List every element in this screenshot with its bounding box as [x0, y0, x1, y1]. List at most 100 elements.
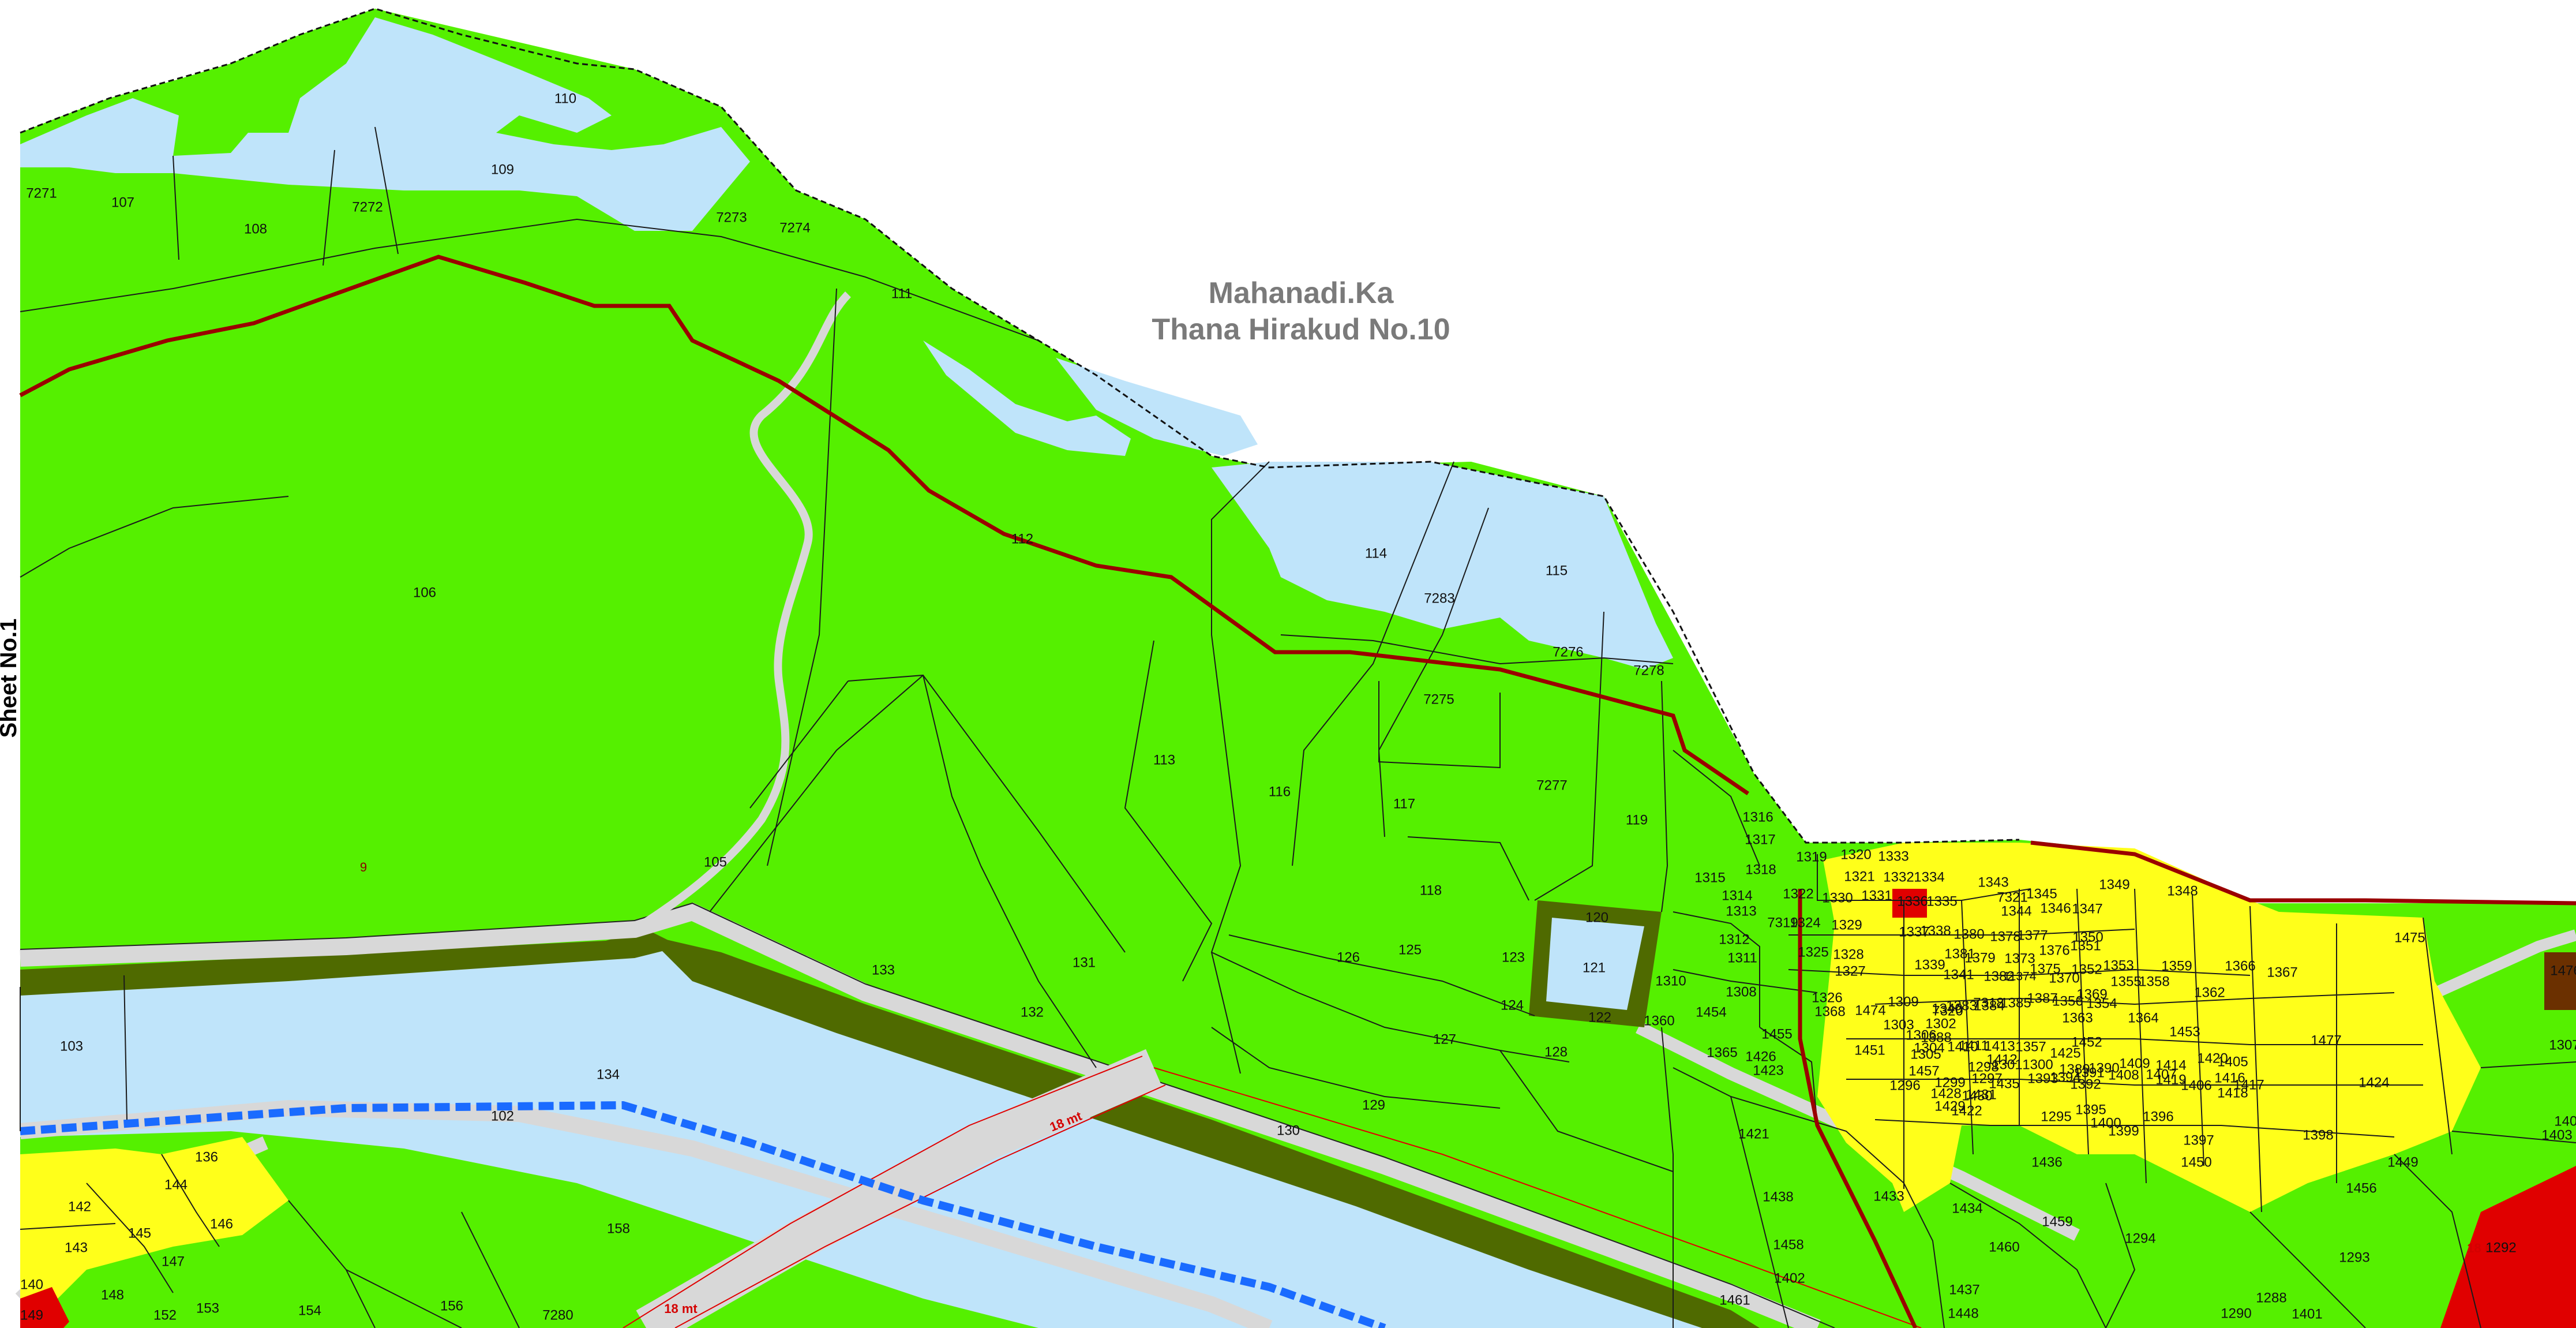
plot-number-1455: 1455: [1761, 1026, 1792, 1042]
plot-number-1329: 1329: [1831, 917, 1862, 933]
road-upper-band: [20, 902, 1821, 1328]
plot-number-1453: 1453: [2169, 1024, 2200, 1039]
survey-boundary-dashed: [20, 8, 2020, 844]
plot-number-1308: 1308: [1726, 984, 1756, 1000]
plot-number-1404: 1404: [2554, 1113, 2576, 1129]
plot-number-1376: 1376: [2039, 942, 2069, 958]
plot-number-1425: 1425: [2050, 1045, 2080, 1061]
residential-west: [20, 1137, 288, 1304]
plot-number-1392: 1392: [2070, 1076, 2101, 1092]
plot-number-1452: 1452: [2071, 1034, 2102, 1050]
plot-number-1307: 1307: [2549, 1037, 2576, 1053]
plot-number-152: 152: [153, 1307, 177, 1323]
plot-number-1385: 1385: [2000, 995, 2031, 1011]
plot-number-124: 124: [1501, 997, 1524, 1013]
plot-number-1360: 1360: [1644, 1013, 1674, 1028]
plot-number-1327: 1327: [1835, 963, 1865, 979]
river-inlet-1: [923, 341, 1131, 456]
plot-number-1297: 1297: [1971, 1071, 2002, 1086]
plot-number-1370: 1370: [2049, 970, 2079, 986]
plot-number-1450: 1450: [2181, 1154, 2211, 1170]
plot-number-1290: 1290: [2221, 1305, 2251, 1321]
plot-number-110: 110: [554, 91, 576, 106]
plot-number-103: 103: [60, 1038, 83, 1054]
plot-number-7273: 7273: [716, 210, 747, 225]
plot-number-1400: 1400: [2090, 1115, 2121, 1131]
plot-number-7271: 7271: [26, 185, 57, 201]
plot-number-149: 149: [20, 1307, 43, 1323]
plot-number-1288: 1288: [2256, 1290, 2286, 1305]
river-water-east: [1212, 462, 1673, 669]
plot-number-105: 105: [704, 854, 727, 870]
plot-number-134: 134: [597, 1067, 620, 1082]
plot-number-1298: 1298: [1968, 1059, 1998, 1075]
plot-number-1396: 1396: [2143, 1109, 2173, 1124]
plot-number-1398: 1398: [2303, 1127, 2333, 1143]
plot-number-1320: 1320: [1840, 847, 1871, 862]
plot-number-145: 145: [128, 1225, 151, 1241]
river-inlet-2: [1056, 358, 1258, 456]
plot-number-1299: 1299: [1934, 1075, 1965, 1090]
plot-number-113: 113: [1153, 752, 1175, 768]
plot-number-1379: 1379: [1964, 950, 1995, 966]
plot-number-1341: 1341: [1943, 967, 1974, 982]
embankment-diagonal: [646, 935, 1760, 1328]
plot-number-1409: 1409: [2119, 1056, 2150, 1071]
plot-number-1433: 1433: [1873, 1188, 1904, 1204]
plot-number-106: 106: [413, 585, 436, 600]
plot-number-1365: 1365: [1707, 1045, 1737, 1060]
plot-number-1384: 1384: [1974, 998, 2004, 1013]
plot-number-121: 121: [1583, 960, 1606, 975]
village-boundary-line: [19, 255, 1749, 795]
plot-number-1319: 1319: [1796, 849, 1827, 865]
plot-number-1331: 1331: [1861, 888, 1892, 903]
plot-number-123: 123: [1502, 949, 1525, 965]
plot-number-1315: 1315: [1694, 870, 1725, 885]
plot-number-1394: 1394: [2050, 1069, 2080, 1085]
plot-number-7320: 7320: [1932, 1003, 1963, 1019]
plot-number-1306: 1306: [1906, 1027, 1936, 1043]
plot-number-1335: 1335: [1926, 893, 1957, 909]
plot-number-1358: 1358: [2139, 974, 2169, 989]
plot-number-1388: 1388: [1921, 1030, 1951, 1045]
commercial-plot-149: [20, 1287, 69, 1328]
road-width-label-lower: 18 mt: [664, 1301, 698, 1316]
plot-number-108: 108: [244, 221, 267, 237]
plot-number-1381: 1381: [1944, 946, 1975, 962]
road-lower-band: [19, 1099, 1273, 1328]
plot-number-1402: 1402: [1774, 1270, 1805, 1286]
road-width-label-right: 18 mt: [2467, 1241, 2500, 1255]
map-title-line2: Thana Hirakud No.10: [1152, 313, 1450, 346]
plot-number-1347: 1347: [2072, 901, 2102, 916]
plot-number-128: 128: [1544, 1044, 1568, 1060]
plot-number-1345: 1345: [2026, 886, 2057, 901]
plot-number-1366: 1366: [2225, 958, 2255, 974]
plot-number-1422: 1422: [1951, 1103, 1982, 1118]
plot-number-1311: 1311: [1727, 950, 1757, 966]
plot-number-107: 107: [111, 194, 134, 210]
plot-number-1435: 1435: [1989, 1076, 2019, 1091]
plot-number-1417: 1417: [2233, 1077, 2264, 1093]
plot-number-1336: 1336: [1897, 893, 1928, 909]
plot-number-1423: 1423: [1753, 1063, 1783, 1078]
plot-number-111: 111: [891, 286, 912, 301]
plot-number-1317: 1317: [1745, 832, 1775, 847]
plot-number-1410: 1410: [1947, 1039, 1978, 1054]
plot-number-147: 147: [162, 1254, 185, 1269]
plot-number-102: 102: [491, 1108, 514, 1124]
plot-number-1369: 1369: [2076, 986, 2107, 1002]
plot-number-1344: 1344: [2001, 903, 2031, 919]
plot-number-7274: 7274: [779, 220, 810, 235]
plot-number-1355: 1355: [2110, 974, 2141, 989]
plot-number-140: 140: [20, 1277, 43, 1292]
plot-number-1362: 1362: [2194, 985, 2225, 1000]
road-diagonal-edge-b: [674, 1084, 1166, 1328]
plot-number-1314: 1314: [1722, 888, 1752, 903]
plot-number-labels: 7271107108727210911072737274111106112113…: [20, 91, 2576, 1323]
plot-number-131: 131: [1073, 955, 1096, 970]
plot-number-1326: 1326: [1812, 990, 1842, 1005]
plot-number-1408: 1408: [2108, 1067, 2139, 1083]
plot-number-127: 127: [1433, 1031, 1456, 1047]
plot-number-1457: 1457: [1908, 1063, 1939, 1079]
plot-number-1414: 1414: [2155, 1057, 2186, 1073]
